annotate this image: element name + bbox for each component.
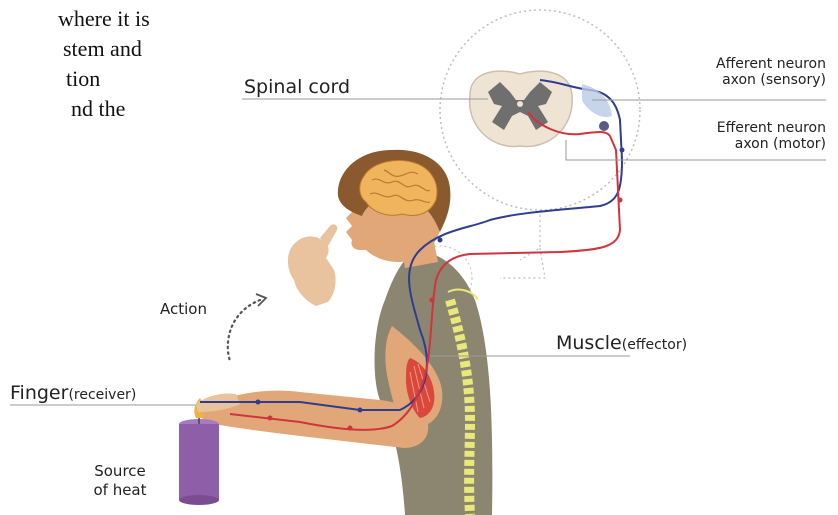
finger-label: Finger(receiver) — [10, 382, 136, 404]
heat-source-line1: Source — [70, 462, 170, 481]
human-figure — [200, 150, 493, 515]
afferent-label-line1: Afferent neuron — [660, 56, 826, 72]
muscle-label: Muscle(effector) — [556, 332, 687, 354]
afferent-label: Afferent neuron axon (sensory) — [660, 56, 826, 88]
action-arc — [228, 300, 260, 362]
zoom-connector — [500, 210, 545, 278]
spinal-cord-label: Spinal cord — [244, 76, 350, 98]
afferent-label-line2: axon (sensory) — [660, 72, 826, 88]
efferent-label: Efferent neuron axon (motor) — [650, 120, 826, 152]
efferent-label-line2: axon (motor) — [650, 136, 826, 152]
dorsal-root-ganglion — [582, 84, 612, 117]
finger-label-sub: (receiver) — [68, 387, 136, 403]
heat-source-line2: of heat — [70, 481, 170, 500]
finger-label-main: Finger — [10, 382, 68, 404]
action-label: Action — [160, 300, 207, 318]
neuron-cell-body — [599, 121, 609, 131]
heat-source-label: Source of heat — [70, 462, 170, 500]
muscle-label-main: Muscle — [556, 332, 622, 354]
efferent-label-line1: Efferent neuron — [650, 120, 826, 136]
muscle-label-sub: (effector) — [622, 337, 687, 353]
